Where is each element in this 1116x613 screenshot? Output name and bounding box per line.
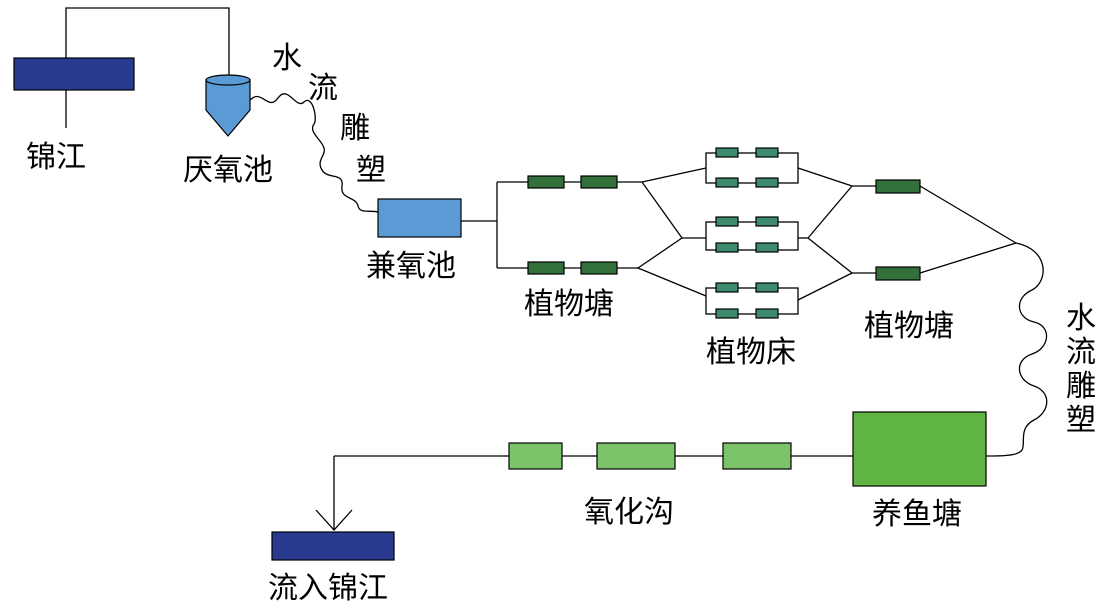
- plant-bed-label: 植物床: [706, 335, 796, 370]
- oxidation-ditch-cell: [722, 442, 792, 470]
- plant-pond-cell: [580, 261, 618, 275]
- svg-text:流: 流: [308, 71, 338, 106]
- oxidation-ditch-cell: [508, 442, 563, 470]
- svg-text:流: 流: [1066, 335, 1096, 370]
- plant-pond-cell: [580, 175, 618, 189]
- jinjiang-river: [13, 57, 135, 91]
- facultative-tank-label: 兼氧池: [366, 249, 456, 284]
- plant-bed-2: [705, 216, 799, 253]
- plant-bed-3: [705, 282, 799, 319]
- plant-pond-cell: [875, 179, 921, 194]
- plant-pond-left-label: 植物塘: [524, 287, 614, 322]
- facultative-tank: [377, 198, 462, 238]
- anaerobic-tank: [205, 74, 251, 137]
- plant-pond-cell: [527, 261, 565, 275]
- jinjiang-label: 锦江: [26, 140, 86, 175]
- oxidation-ditch-label: 氧化沟: [584, 495, 674, 530]
- plant-bed-1: [705, 147, 799, 188]
- sculpture-pipe-1: [249, 93, 379, 213]
- sculpture-2-label: 水 流 雕 塑: [1066, 301, 1096, 438]
- svg-text:塑: 塑: [1066, 403, 1096, 438]
- sculpture-pipe-2: [985, 242, 1048, 457]
- outflow-label: 流入锦江: [268, 571, 388, 606]
- intake-pipe: [65, 7, 230, 78]
- svg-text:塑: 塑: [356, 153, 386, 188]
- fish-pond: [852, 411, 987, 487]
- svg-text:水: 水: [272, 41, 302, 76]
- plant-pond-cell: [527, 175, 565, 189]
- svg-text:雕: 雕: [1066, 369, 1096, 404]
- oxidation-ditch-cell: [596, 442, 676, 470]
- plant-pond-cell: [875, 266, 921, 281]
- outflow-river: [271, 531, 395, 561]
- fish-pond-label: 养鱼塘: [872, 497, 962, 532]
- sculpture-1-label: 水 流 雕 塑: [272, 41, 386, 188]
- plant-pond-right-label: 植物塘: [864, 309, 954, 344]
- anaerobic-tank-label: 厌氧池: [183, 153, 273, 188]
- svg-text:雕: 雕: [340, 111, 370, 146]
- outflow-arrowhead: [315, 509, 353, 531]
- svg-text:水: 水: [1066, 301, 1096, 336]
